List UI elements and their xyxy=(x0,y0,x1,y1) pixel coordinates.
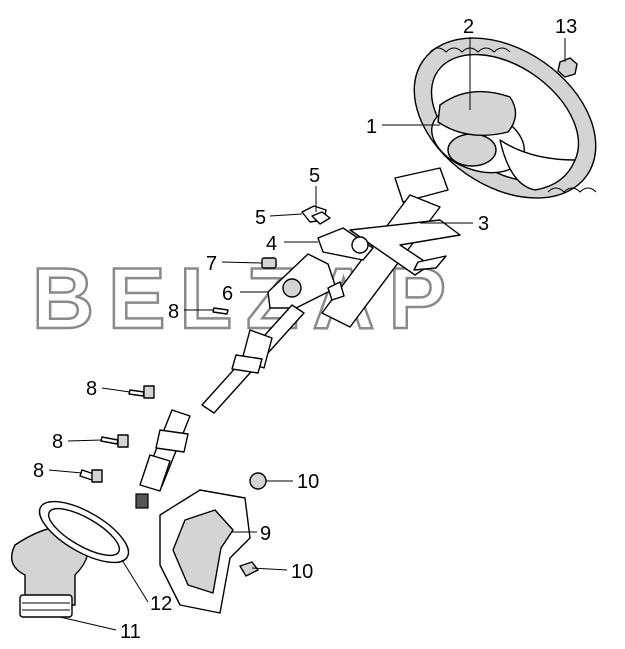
screw xyxy=(261,257,277,269)
bolt-2 xyxy=(128,385,155,399)
callout-8-4: 8 xyxy=(33,460,44,482)
callout-5-lower: 5 xyxy=(255,207,266,229)
callout-3: 3 xyxy=(478,213,489,235)
callout-8-3: 8 xyxy=(52,431,63,453)
callout-4: 4 xyxy=(266,233,277,255)
bolt-1 xyxy=(212,307,229,315)
callout-2: 2 xyxy=(463,16,474,38)
lock-housing xyxy=(267,253,345,309)
clip-10-lower xyxy=(239,561,259,577)
callout-8-2: 8 xyxy=(86,378,97,400)
column-bracket xyxy=(317,227,374,261)
callout-5-upper: 5 xyxy=(309,165,320,187)
callout-9: 9 xyxy=(260,523,271,545)
callout-6: 6 xyxy=(222,283,233,305)
clip-lower xyxy=(311,211,331,225)
callout-12: 12 xyxy=(150,593,172,615)
airbag-module xyxy=(437,90,517,137)
column-cover xyxy=(159,489,251,614)
nut xyxy=(557,57,578,78)
steering-column xyxy=(321,167,461,328)
callout-11: 11 xyxy=(120,621,141,643)
callout-10-upper: 10 xyxy=(297,471,319,493)
leader-lines xyxy=(48,37,566,631)
gasket-seal xyxy=(38,500,130,564)
callout-13: 13 xyxy=(555,16,577,38)
intermediate-shaft xyxy=(135,304,305,509)
callout-8-1: 8 xyxy=(168,301,179,323)
callout-10-lower: 10 xyxy=(291,561,313,583)
callout-1: 1 xyxy=(366,116,377,138)
clip-10-upper xyxy=(249,472,267,490)
bolt-3 xyxy=(100,434,129,448)
callout-7: 7 xyxy=(206,253,217,275)
bolt-4 xyxy=(79,469,103,483)
